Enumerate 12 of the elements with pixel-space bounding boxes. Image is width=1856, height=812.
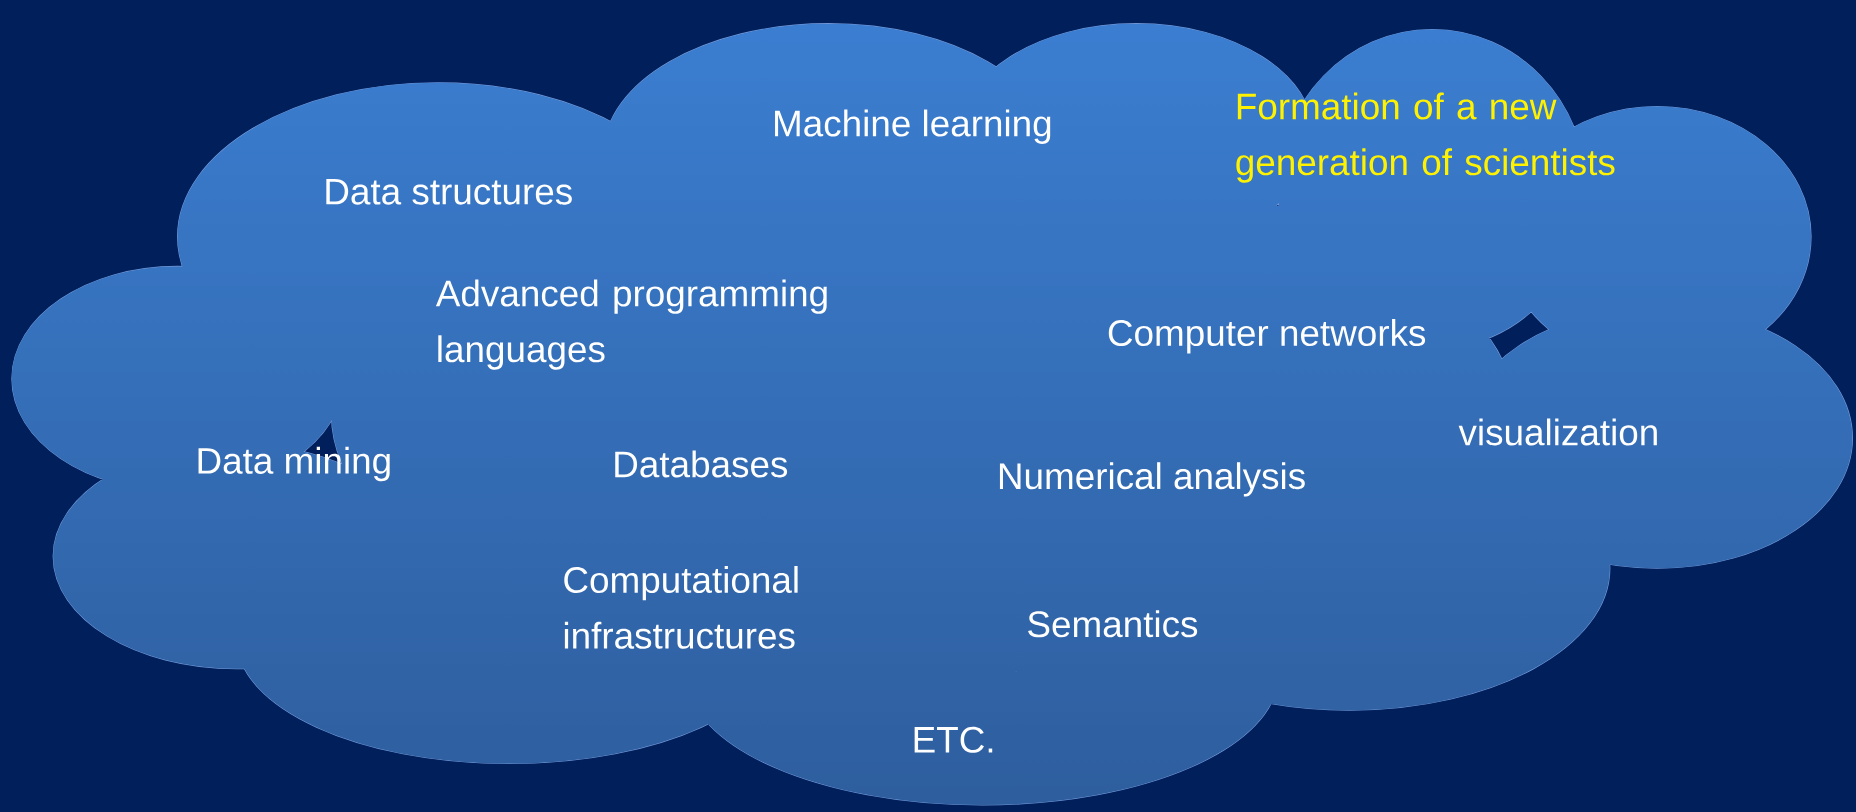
topic-text: Computer networks: [1108, 319, 1426, 354]
topic-text: ETC.: [914, 726, 993, 753]
topic-text: Machine learning: [775, 109, 1051, 144]
topic-text: Numerical analysis: [999, 462, 1305, 497]
topic-text: Advanced programming languages: [435, 279, 827, 370]
topic-text: Databases: [615, 450, 788, 478]
topic-text: Data structures: [326, 178, 572, 205]
topic-text: Computational infrastructures: [564, 566, 798, 649]
topic-text: Data mining: [198, 446, 390, 482]
topic-text: visualization: [1458, 418, 1657, 446]
topic-text: Formation of a new generation of scientists: [1236, 92, 1615, 183]
topic-text: Semantics: [1028, 610, 1198, 638]
